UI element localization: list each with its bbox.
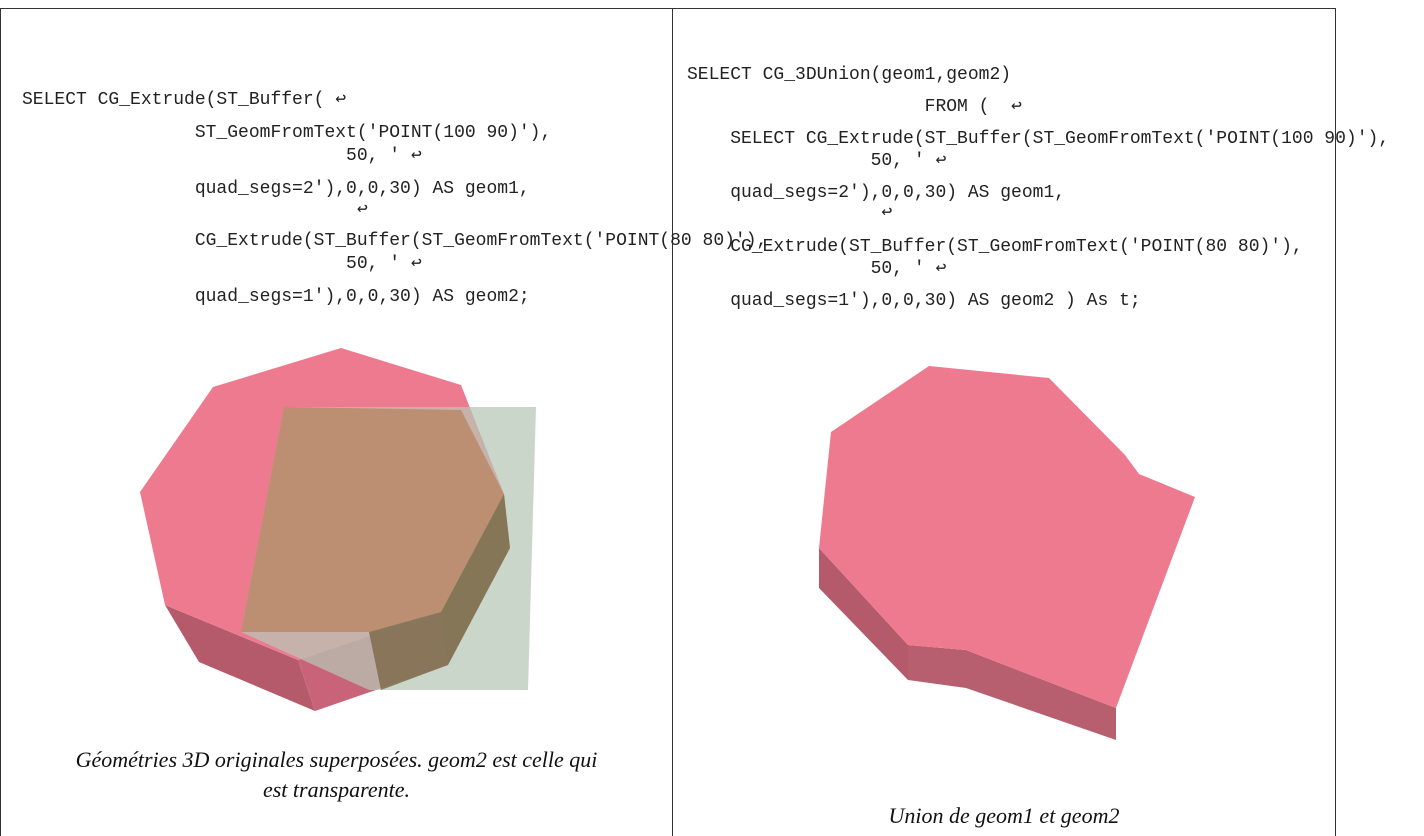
right-code-line-6: ↩ (687, 203, 893, 223)
right-code-line-4: 50, ' ↩ (687, 151, 947, 171)
right-caption: Union de geom1 et geom2 (888, 803, 1120, 828)
left-code-line-1: SELECT CG_Extrude(ST_Buffer( ↩ (22, 90, 347, 110)
right-code-line-2: FROM ( ↩ (687, 97, 1022, 117)
overlap-side (369, 494, 510, 690)
right-code-line-8: 50, ' ↩ (687, 259, 947, 279)
left-code-line-8: quad_segs=1'),0,0,30) AS geom2; (22, 287, 530, 307)
table-left-border (0, 8, 1, 836)
union-side-face (819, 548, 908, 680)
right-code-line-5: quad_segs=2'),0,0,30) AS geom1, (687, 183, 1066, 203)
right-cell: SELECT CG_3DUnion(geom1,geom2) FROM ( ↩ … (673, 0, 1389, 836)
left-code-line-3: 50, ' ↩ (22, 146, 422, 166)
left-caption-line-1: Géométries 3D originales superposées. ge… (75, 747, 598, 772)
left-caption-line-2: est transparente. (262, 777, 411, 802)
left-code-line-4: quad_segs=2'),0,0,30) AS geom1, (22, 179, 530, 199)
right-code-line-9: quad_segs=1'),0,0,30) AS geom2 ) As t; (687, 291, 1141, 311)
left-code-line-6: CG_Extrude(ST_Buffer(ST_GeomFromText('PO… (22, 231, 768, 251)
union-top-face (819, 366, 1195, 708)
union-side-face-2 (908, 645, 1116, 740)
left-code-line-7: 50, ' ↩ (22, 254, 422, 274)
right-code-line-3: SELECT CG_Extrude(ST_Buffer(ST_GeomFromT… (687, 129, 1390, 149)
overlap-region (241, 407, 504, 632)
union-illustration (819, 366, 1195, 740)
original-geometries-illustration (140, 348, 536, 711)
geom1-side-face (165, 605, 315, 711)
column-divider (672, 8, 673, 836)
right-code-line-1: SELECT CG_3DUnion(geom1,geom2) (687, 65, 1012, 85)
left-cell: SELECT CG_Extrude(ST_Buffer( ↩ ST_GeomFr… (1, 0, 767, 836)
left-code-line-5: ↩ (22, 200, 368, 220)
right-code-line-7: CG_Extrude(ST_Buffer(ST_GeomFromText('PO… (687, 237, 1303, 257)
table-top-border (0, 8, 1336, 9)
table-right-border (1335, 8, 1336, 836)
left-code-line-2: ST_GeomFromText('POINT(100 90)'), (22, 123, 552, 143)
